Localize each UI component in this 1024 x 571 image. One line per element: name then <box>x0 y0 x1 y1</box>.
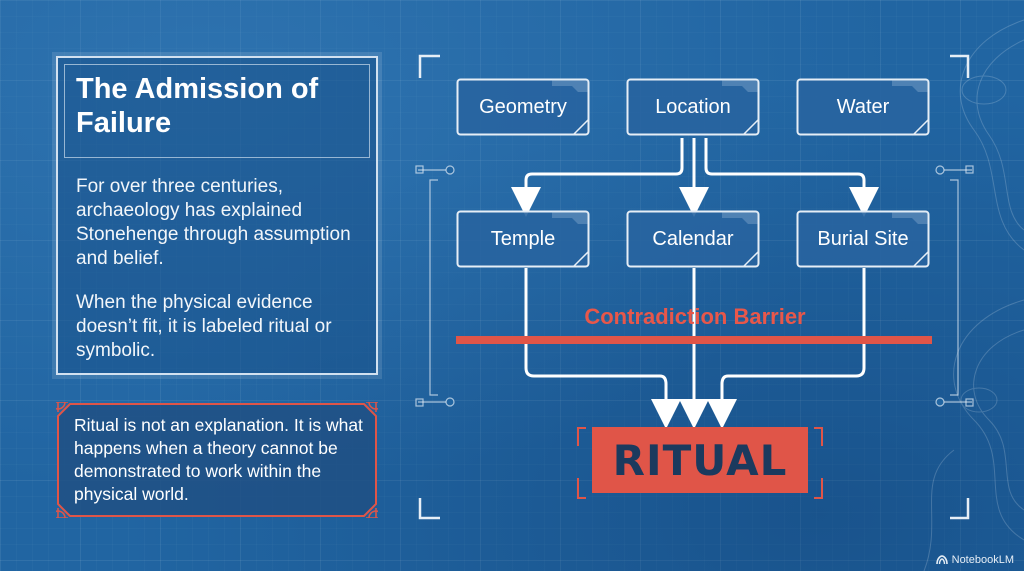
node-frame <box>796 78 930 136</box>
intro-panel: The Admission of Failure For over three … <box>56 56 378 375</box>
flow-diagram: Geometry Location Water Temple Calendar … <box>410 50 980 530</box>
node-label: Calendar <box>652 227 734 250</box>
contradiction-barrier-bar <box>456 336 932 344</box>
topographic-contours <box>923 19 1024 571</box>
panel-title: The Admission of Failure <box>76 73 319 139</box>
callout-frame <box>56 402 378 518</box>
node-calendar: Calendar <box>626 210 760 268</box>
node-label: Geometry <box>479 95 567 118</box>
frame-corners <box>418 54 970 520</box>
node-frame <box>626 210 760 268</box>
callout-box: Ritual is not an explanation. It is what… <box>56 402 378 518</box>
node-geometry: Geometry <box>456 78 590 136</box>
crosshair-icon <box>56 402 378 518</box>
node-label: Location <box>655 95 731 118</box>
brand-name: NotebookLM <box>951 554 1014 566</box>
node-frame <box>456 78 590 136</box>
node-location: Location <box>626 78 760 136</box>
node-label: Burial Site <box>817 227 909 250</box>
ritual-brackets <box>577 427 823 499</box>
node-frame <box>456 210 590 268</box>
contradiction-barrier-label: Contradiction Barrier <box>584 304 806 329</box>
title-frame <box>64 64 370 158</box>
node-label: Temple <box>490 227 556 250</box>
node-frame <box>796 210 930 268</box>
evidence-paragraph: When the physical evidence doesn’t fit, … <box>76 292 332 361</box>
intro-paragraph: For over three centuries, archaeology ha… <box>76 176 351 269</box>
side-rails <box>415 165 974 407</box>
diagram-lines <box>415 54 974 520</box>
brand-watermark: NotebookLM <box>935 554 1014 566</box>
node-label: Water <box>836 95 890 118</box>
notebooklm-logo-icon <box>935 555 948 565</box>
node-temple: Temple <box>456 210 590 268</box>
ritual-label: RITUAL <box>612 435 788 485</box>
node-frame <box>626 78 760 136</box>
ritual-result-box: RITUAL <box>592 427 808 493</box>
callout-text: Ritual is not an explanation. It is what… <box>74 415 363 504</box>
node-burial-site: Burial Site <box>796 210 930 268</box>
node-water: Water <box>796 78 930 136</box>
